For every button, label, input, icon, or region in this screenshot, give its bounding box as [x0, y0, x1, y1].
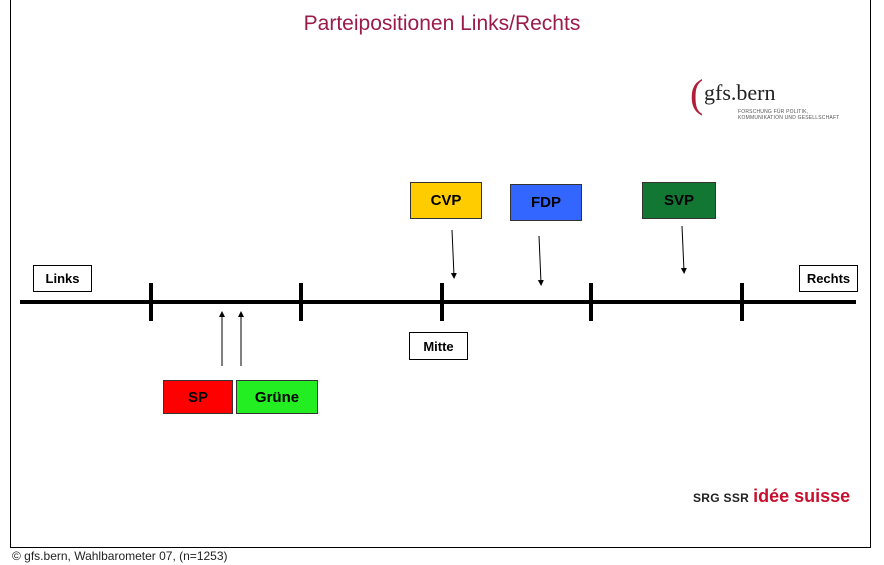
party-box-fdp: FDP — [510, 184, 582, 221]
axis-tick — [299, 283, 303, 321]
slide-title: Parteipositionen Links/Rechts — [303, 12, 581, 35]
party-box-gruene: Grüne — [236, 380, 318, 414]
axis-tick — [740, 283, 744, 321]
slide-frame — [10, 0, 871, 548]
party-box-svp: SVP — [642, 182, 716, 219]
left-right-axis — [20, 300, 856, 304]
axis-tick — [589, 283, 593, 321]
axis-tick — [149, 283, 153, 321]
logo-text: gfs.bern — [704, 80, 776, 105]
axis-tick-center — [440, 283, 444, 321]
arrow-svp — [680, 225, 687, 274]
axis-label-mitte: Mitte — [409, 332, 468, 360]
arrow-fdp — [537, 235, 544, 286]
footer-copyright: © gfs.bern, Wahlbarometer 07, (n=1253) — [12, 549, 228, 563]
arrow-cvp — [450, 229, 457, 279]
logo-parenthesis-icon: ( — [690, 71, 704, 116]
axis-label-links: Links — [33, 265, 92, 292]
axis-label-rechts: Rechts — [799, 265, 858, 292]
party-box-sp: SP — [163, 380, 233, 414]
party-box-cvp: CVP — [410, 182, 482, 219]
logo-subtitle: FORSCHUNG FÜR POLITIK, KOMMUNIKATION UND… — [738, 109, 840, 121]
